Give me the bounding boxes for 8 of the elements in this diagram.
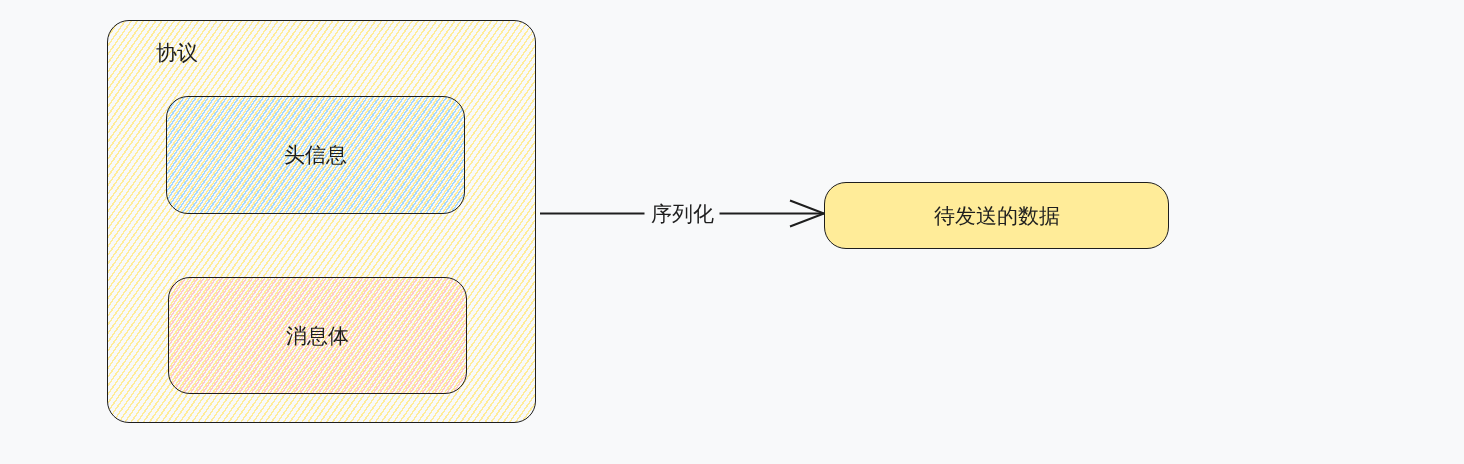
box-label: 待发送的数据: [933, 202, 1060, 230]
data-box: [824, 182, 1169, 249]
box-label: 头信息: [284, 142, 347, 169]
body-box: [168, 277, 467, 394]
box-heading: 协议: [156, 40, 198, 67]
protocol-box: [107, 20, 536, 423]
box-label: 消息体: [286, 322, 349, 350]
header-box: [166, 96, 465, 214]
